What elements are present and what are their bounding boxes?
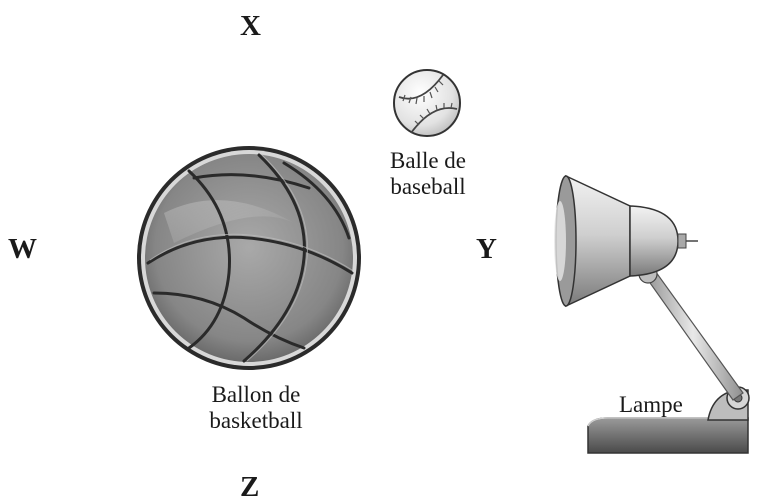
position-label-z: Z: [240, 473, 259, 502]
position-label-x: X: [240, 12, 261, 41]
lamp-caption: Lampe: [619, 392, 683, 418]
basketball-caption: Ballon de basketball: [186, 382, 326, 434]
baseball-caption: Balle de baseball: [373, 148, 483, 200]
basketball-caption-line-2: basketball: [186, 408, 326, 434]
baseball-caption-line-1: Balle de: [373, 148, 483, 174]
position-label-w: W: [8, 235, 37, 264]
basketball-caption-line-1: Ballon de: [186, 382, 326, 408]
baseball-caption-line-2: baseball: [373, 174, 483, 200]
baseball-icon: [391, 67, 463, 139]
position-label-y: Y: [476, 235, 497, 264]
basketball-icon: [134, 143, 364, 373]
